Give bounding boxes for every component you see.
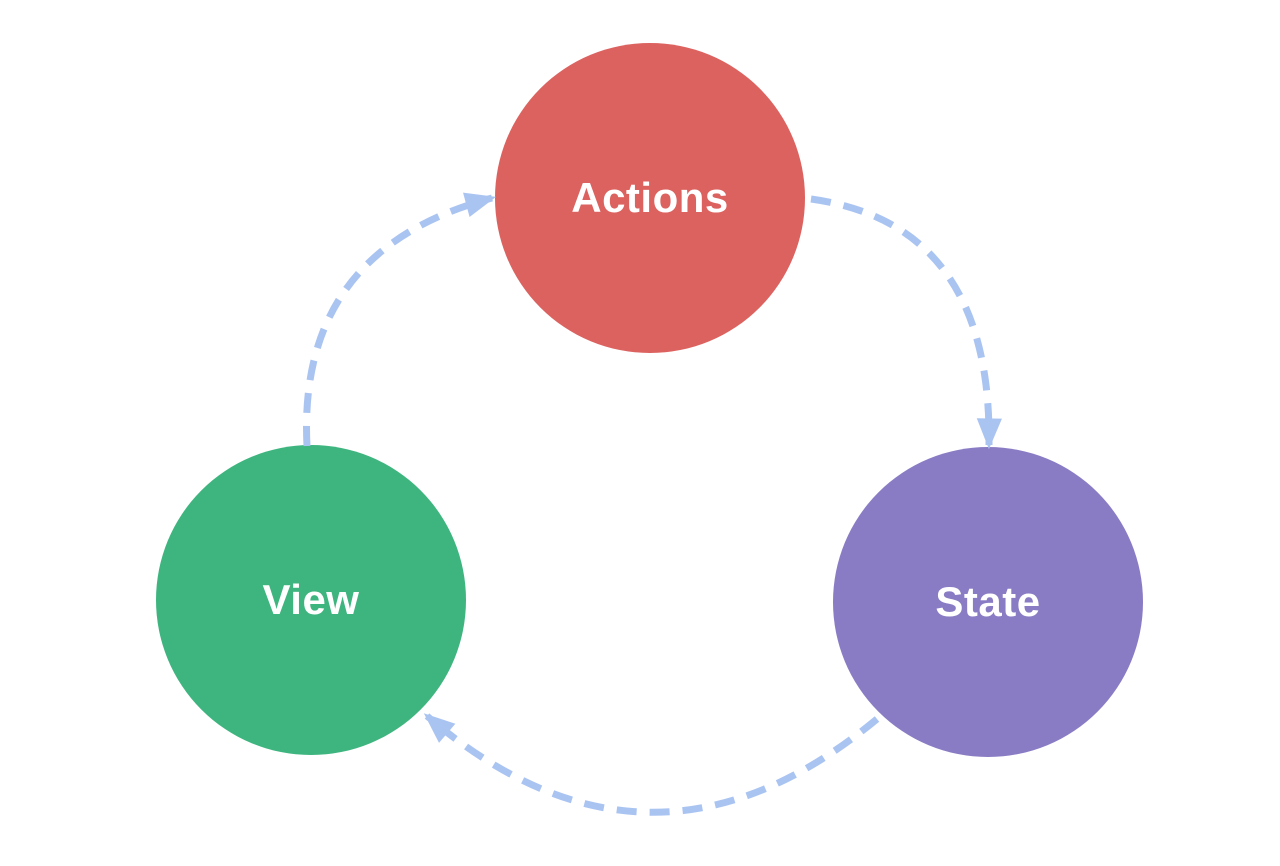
node-view: View	[156, 445, 466, 755]
edge-state-to-view	[423, 713, 880, 816]
node-actions: Actions	[495, 43, 805, 353]
edge-actions-to-state	[810, 195, 1002, 450]
node-state-label: State	[935, 578, 1041, 625]
node-state: State	[833, 447, 1143, 757]
edge-view-to-actions	[303, 192, 497, 447]
node-actions-label: Actions	[571, 174, 729, 221]
node-view-label: View	[262, 576, 360, 623]
